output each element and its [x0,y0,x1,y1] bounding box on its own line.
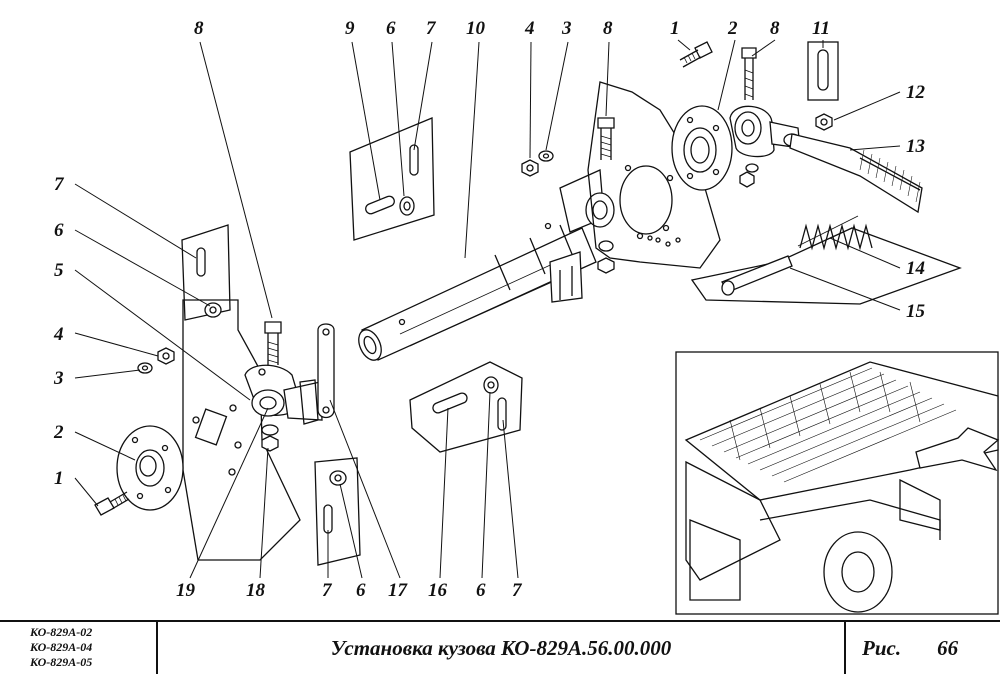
model-code: КО-829А-04 [30,640,93,654]
callout-15: 15 [906,301,926,322]
callout-12: 12 [906,82,926,103]
callout-6: 6 [386,18,396,39]
model-code: КО-829А-05 [30,655,93,669]
callout-18: 18 [246,580,266,601]
drawing-title-cell: Установка кузова КО-829А.56.00.000 [158,622,846,674]
truck-inset [675,351,1000,615]
center-plate [587,81,721,269]
right-pin-11 [807,41,839,131]
center-bottom-pin-box [409,361,523,453]
callouts-right: 12 13 14 15 [906,82,926,322]
leader-lines [74,39,901,579]
callout-19: 19 [176,580,196,601]
figure-number: 66 [937,635,959,660]
right-handle-13 [783,133,923,214]
title-block: КО-829А-02 КО-829А-04 КО-829А-05 Установ… [0,620,1000,674]
left-bearing-housing [244,364,323,421]
callout-6: 6 [476,580,486,601]
figure-number-cell: Рис. 66 [846,622,1000,674]
callout-3: 3 [561,18,572,39]
right-flange-2 [671,105,759,191]
callout-1: 1 [54,468,64,489]
callout-6: 6 [54,220,64,241]
center-pin-box [349,117,435,241]
callouts-left: 7 6 5 4 3 2 1 [53,174,65,489]
right-bolt-1 [679,41,713,68]
callout-14: 14 [906,258,925,279]
callout-8: 8 [194,18,204,39]
callout-17: 17 [388,580,409,601]
callout-7: 7 [54,174,65,195]
left-mounting-plate [182,299,301,561]
left-bolt-8 [264,321,282,365]
callout-7: 7 [322,580,333,601]
model-list: КО-829А-02 КО-829А-04 КО-829А-05 [0,622,158,674]
callout-2: 2 [727,18,738,39]
callout-9: 9 [345,18,355,39]
right-rod-15 [690,227,962,305]
left-flange [116,425,184,511]
figure-label: Рис. [862,635,902,660]
callout-4: 4 [524,18,535,39]
callout-8: 8 [603,18,613,39]
right-spring-14 [797,215,873,251]
callout-1: 1 [670,18,680,39]
callout-10: 10 [466,18,486,39]
callout-7: 7 [512,580,523,601]
exploded-assembly-drawing: 8 9 6 7 10 4 3 8 1 2 8 11 12 13 14 15 7 … [53,18,1000,615]
model-code: КО-829А-02 [30,625,93,639]
left-pin-boxes [181,224,361,566]
callout-6: 6 [356,580,366,601]
callout-7: 7 [426,18,437,39]
left-nut-washer [137,347,175,374]
callout-2: 2 [53,422,64,443]
callout-8: 8 [770,18,780,39]
right-bolt-8 [741,47,757,100]
callouts-top: 8 9 6 7 10 4 3 8 1 2 8 11 [194,18,830,39]
left-bolt-1 [94,491,130,516]
callout-4: 4 [53,324,64,345]
callout-3: 3 [53,368,64,389]
callout-5: 5 [54,260,64,281]
left-nut-18 [261,424,279,452]
callouts-bottom: 19 18 7 6 17 16 6 7 [176,580,523,601]
callout-13: 13 [906,136,925,157]
center-fasteners [521,117,615,274]
right-lever-bracket [729,105,801,158]
callout-16: 16 [428,580,448,601]
callout-11: 11 [812,18,830,39]
drawing-title: Установка кузова КО-829А.56.00.000 [330,635,672,660]
